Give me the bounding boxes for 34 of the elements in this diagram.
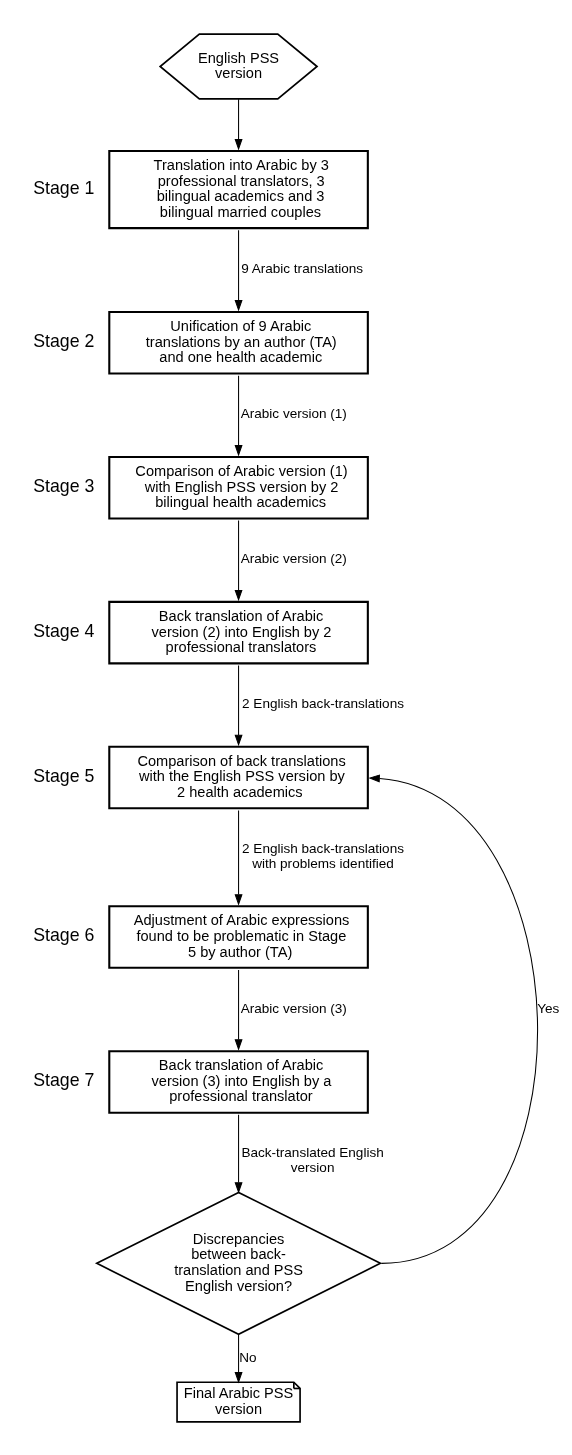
edge-label: 2 English back-translations with problems identified bbox=[242, 840, 404, 871]
edge-label: Arabic version (2) bbox=[240, 550, 347, 566]
arrow bbox=[234, 519, 243, 601]
arrow bbox=[234, 1113, 243, 1194]
node-label: Stage 5 bbox=[33, 765, 95, 786]
node-box: Comparison of back translations with the English PSS version by 2 health academics bbox=[108, 745, 369, 809]
edge-label: Back-translated English version bbox=[241, 1144, 384, 1175]
arrow bbox=[368, 773, 539, 1264]
edge-label: No bbox=[239, 1349, 257, 1365]
node-label: Stage 2 bbox=[33, 330, 95, 351]
arrow bbox=[234, 664, 243, 746]
node-label: Stage 4 bbox=[33, 620, 95, 641]
node-box: Unification of 9 Arabic translations by an author (TA) and one health academic bbox=[108, 310, 369, 375]
arrow bbox=[234, 374, 243, 456]
node-box: Comparison of Arabic version (1) with English PSS version by 2 bilingual health academics bbox=[108, 455, 369, 520]
node-label: Stage 1 bbox=[33, 177, 95, 198]
node-diamond: Discrepancies between back-translation and PSS English version? bbox=[94, 1191, 383, 1335]
arrow bbox=[234, 229, 243, 312]
edge-label: 9 Arabic translations bbox=[241, 260, 364, 276]
edge-label: Yes bbox=[537, 1000, 560, 1016]
node-label: Stage 6 bbox=[33, 924, 95, 945]
node-box: Back translation of Arabic version (3) into English by a professional translator bbox=[108, 1049, 369, 1114]
arrow bbox=[234, 968, 243, 1051]
node-box: Back translation of Arabic version (2) into English by 2 professional translators bbox=[108, 600, 369, 664]
node-box: Translation into Arabic by 3 professional translators, 3 bilingual academics and 3 bilingual married couples bbox=[108, 149, 369, 229]
arrow bbox=[234, 98, 243, 150]
edge-label: 2 English back-translations bbox=[242, 695, 404, 711]
edge-label: Arabic version (3) bbox=[240, 1000, 347, 1016]
node-box: Adjustment of Arabic expressions found to be problematic in Stage 5 by author (TA) bbox=[108, 904, 369, 969]
node-label: Stage 7 bbox=[33, 1069, 95, 1090]
edge-label: Arabic version (1) bbox=[240, 405, 347, 421]
arrow bbox=[234, 809, 243, 906]
node-label: Stage 3 bbox=[33, 475, 95, 496]
arrow bbox=[234, 1333, 243, 1384]
